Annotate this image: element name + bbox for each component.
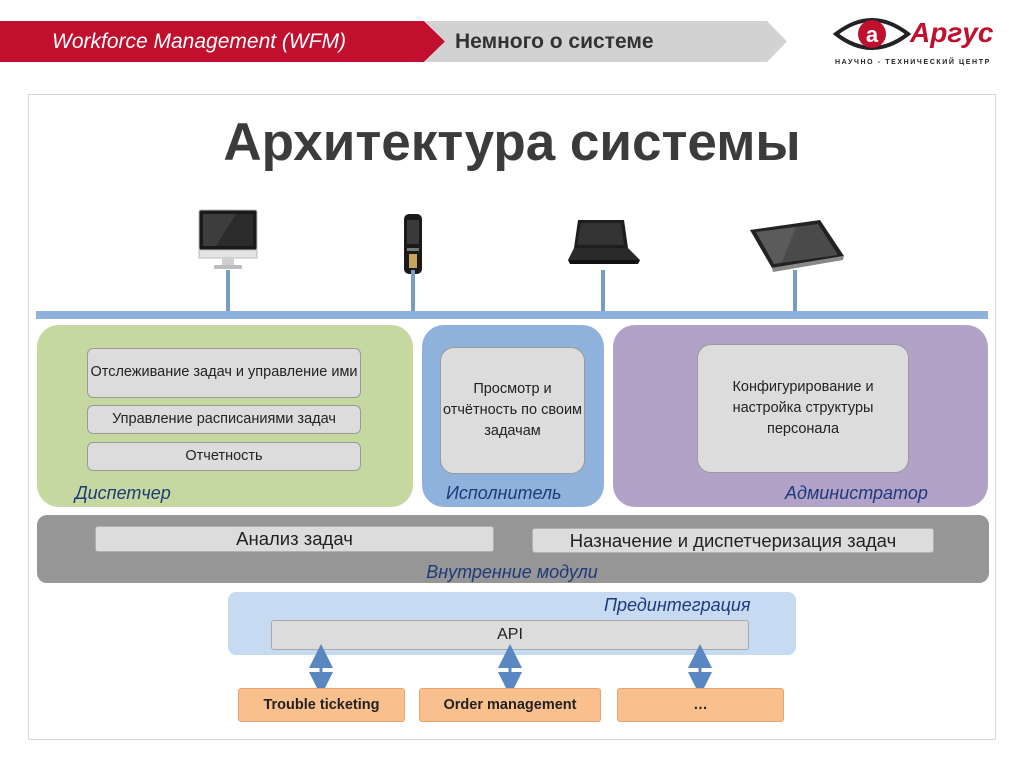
preintegration-label: Прединтеграция xyxy=(604,595,751,615)
module-task-dispatching: Назначение и диспетчеризация задач xyxy=(532,528,934,553)
function-schedule-management: Управление расписаниями задач xyxy=(87,405,361,434)
eye-logo-icon: a xyxy=(832,18,912,50)
role-label-dispatcher: Диспетчер xyxy=(75,483,171,503)
external-order-management: Order management xyxy=(419,688,601,722)
device-connector xyxy=(226,270,230,312)
role-label-executor: Исполнитель xyxy=(446,483,562,503)
function-reporting: Отчетность xyxy=(87,442,361,471)
access-bus xyxy=(36,311,988,319)
external-trouble-ticketing: Trouble ticketing xyxy=(238,688,405,722)
external-other: … xyxy=(617,688,784,722)
tablet-icon xyxy=(750,220,844,272)
monitor-icon xyxy=(198,209,258,269)
role-label-administrator: Администратор xyxy=(785,483,928,503)
phone-icon xyxy=(404,214,422,274)
logo-tagline: НАУЧНО - ТЕХНИЧЕСКИЙ ЦЕНТР xyxy=(835,59,991,66)
header-section-tab: Workforce Management (WFM) xyxy=(0,21,445,62)
function-task-tracking: Отслеживание задач и управление ими xyxy=(87,348,361,398)
function-staff-configuration: Конфигурирование и настройка структуры п… xyxy=(697,344,909,473)
header-subsection-title: Немного о системе xyxy=(455,30,654,53)
device-connector xyxy=(411,270,415,312)
internal-modules-label: Внутренние модули xyxy=(426,562,598,582)
svg-text:a: a xyxy=(866,22,879,47)
header-subsection-tab: Немного о системе xyxy=(425,21,787,62)
module-task-analysis: Анализ задач xyxy=(95,526,494,552)
function-own-tasks: Просмотр и отчётность по своим задачам xyxy=(440,347,585,474)
laptop-icon xyxy=(568,220,640,264)
logo-name: Аргус xyxy=(910,17,994,48)
api-box: API xyxy=(271,620,749,650)
slide-frame xyxy=(28,94,996,740)
header-section-title: Workforce Management (WFM) xyxy=(52,30,347,53)
argus-logo: a Аргус НАУЧНО - ТЕХНИЧЕСКИЙ ЦЕНТР xyxy=(832,12,1002,72)
device-connector xyxy=(793,270,797,312)
device-connector xyxy=(601,270,605,312)
page-title: Архитектура системы xyxy=(223,113,801,172)
